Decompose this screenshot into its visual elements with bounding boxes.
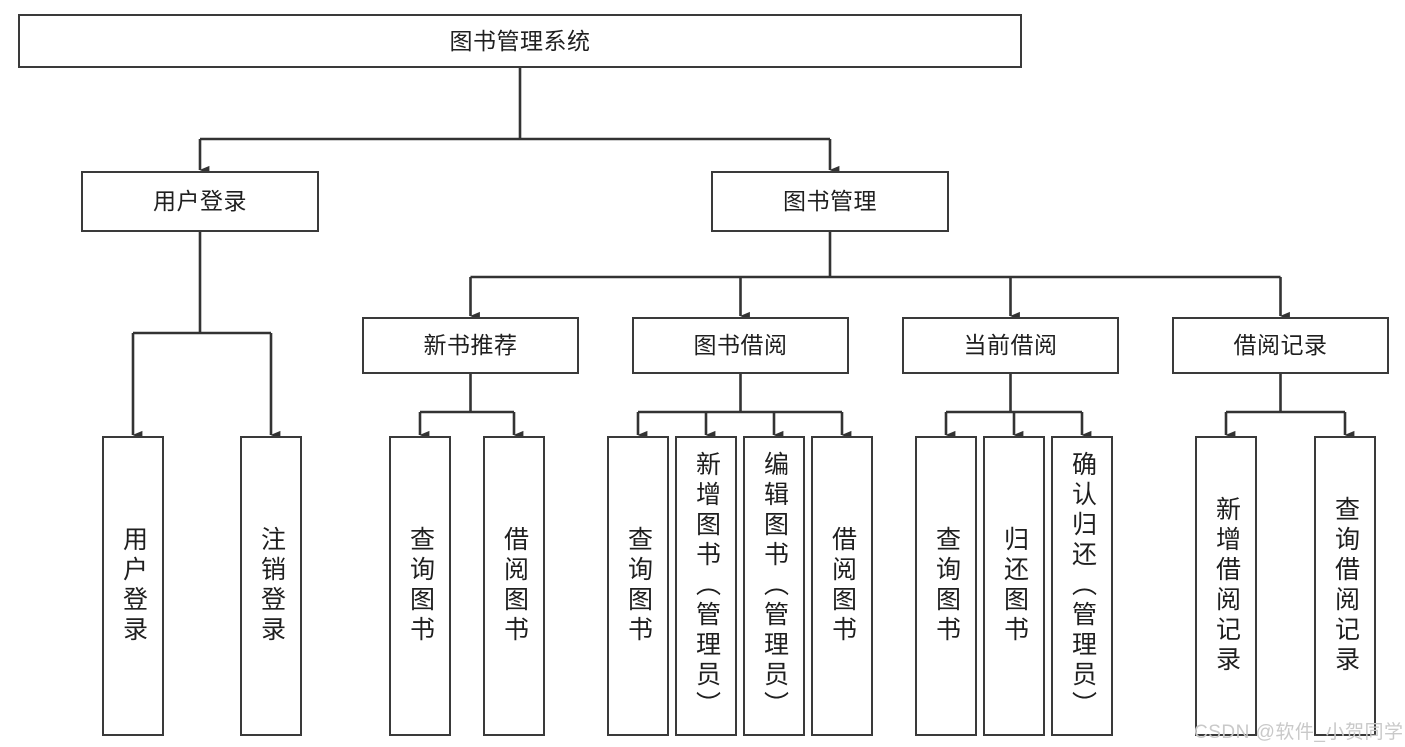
node-label: 新增图书（管理员）	[692, 451, 721, 721]
node-leaf-borrow-book-2[interactable]: 借阅图书	[811, 436, 873, 736]
node-leaf-query-record[interactable]: 查询借阅记录	[1314, 436, 1376, 736]
node-root[interactable]: 图书管理系统	[18, 14, 1022, 68]
node-leaf-add-book[interactable]: 新增图书（管理员）	[675, 436, 737, 736]
node-leaf-confirm-return[interactable]: 确认归还（管理员）	[1051, 436, 1113, 736]
node-current-borrow[interactable]: 当前借阅	[902, 317, 1119, 374]
node-leaf-query-book-2[interactable]: 查询图书	[607, 436, 669, 736]
node-label: 查询图书	[624, 526, 653, 646]
node-label: 图书管理	[783, 188, 877, 215]
node-label: 图书管理系统	[449, 27, 591, 54]
node-book-borrow[interactable]: 图书借阅	[632, 317, 849, 374]
node-label: 当前借阅	[963, 332, 1058, 359]
node-label: 编辑图书（管理员）	[760, 451, 789, 721]
node-label: 查询借阅记录	[1331, 496, 1360, 676]
node-user-login[interactable]: 用户登录	[81, 171, 319, 232]
node-leaf-edit-book[interactable]: 编辑图书（管理员）	[743, 436, 805, 736]
node-leaf-query-book-1[interactable]: 查询图书	[389, 436, 451, 736]
node-label: 用户登录	[153, 188, 247, 215]
node-leaf-query-book-3[interactable]: 查询图书	[915, 436, 977, 736]
node-label: 查询图书	[406, 526, 435, 646]
node-leaf-user-login[interactable]: 用户登录	[102, 436, 164, 736]
node-leaf-add-record[interactable]: 新增借阅记录	[1195, 436, 1257, 736]
node-borrow-record[interactable]: 借阅记录	[1172, 317, 1389, 374]
node-label: 新书推荐	[423, 332, 518, 359]
node-leaf-borrow-book-1[interactable]: 借阅图书	[483, 436, 545, 736]
node-label: 借阅图书	[828, 526, 857, 646]
csdn-watermark: CSDN @软件_小贺同学	[1194, 722, 1404, 743]
node-book-manage[interactable]: 图书管理	[711, 171, 949, 232]
node-label: 确认归还（管理员）	[1068, 451, 1097, 721]
node-leaf-user-logout[interactable]: 注销登录	[240, 436, 302, 736]
node-label: 图书借阅	[693, 332, 788, 359]
node-label: 借阅图书	[500, 526, 529, 646]
node-label: 归还图书	[1000, 526, 1029, 646]
node-label: 新增借阅记录	[1212, 496, 1241, 676]
node-label: 注销登录	[257, 526, 286, 646]
node-label: 借阅记录	[1233, 332, 1328, 359]
node-label: 用户登录	[119, 526, 148, 646]
node-label: 查询图书	[932, 526, 961, 646]
node-leaf-return-book[interactable]: 归还图书	[983, 436, 1045, 736]
node-new-book-recommend[interactable]: 新书推荐	[362, 317, 579, 374]
